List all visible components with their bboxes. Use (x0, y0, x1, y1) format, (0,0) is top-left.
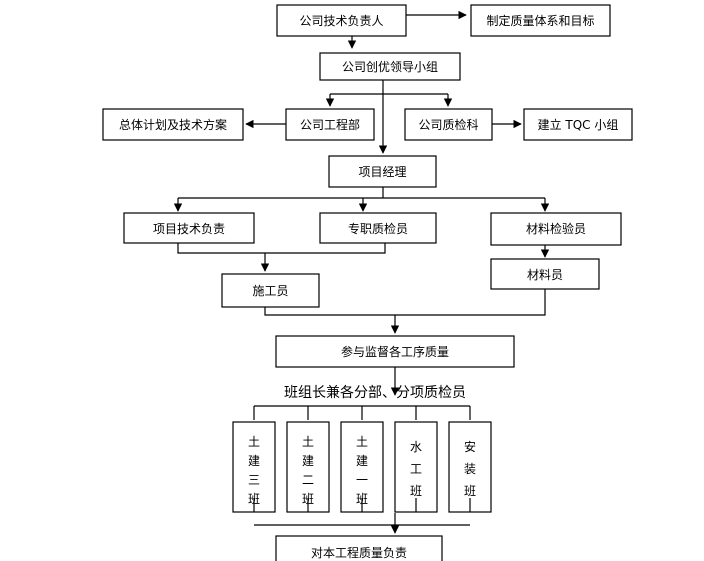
node-leading-group-label: 公司创优领导小组 (342, 60, 438, 74)
team-box: 水工班 (394, 421, 438, 513)
team-box-char: 土 (302, 435, 314, 449)
team-box-char: 土 (356, 435, 368, 449)
team-box-char: 建 (302, 454, 314, 468)
node-engineering-dept-label: 公司工程部 (300, 117, 360, 132)
team-box-char: 一 (356, 473, 368, 487)
team-box-char: 建 (356, 454, 368, 468)
node-tech-head: 公司技术负责人 (276, 4, 407, 37)
node-constructor-label: 施工员 (252, 284, 288, 298)
node-material-inspector-label: 材料检验员 (526, 221, 586, 236)
node-constructor: 施工员 (221, 273, 320, 308)
node-supervise-process: 参与监督各工序质量 (275, 335, 515, 368)
team-box-char: 水 (410, 440, 422, 454)
node-material-clerk: 材料员 (490, 258, 600, 290)
team-box-char: 二 (302, 473, 314, 487)
node-qc-dept-label: 公司质检科 (418, 117, 478, 132)
node-overall-plan: 总体计划及技术方案 (102, 108, 244, 141)
node-quality-inspector-label: 专职质检员 (348, 221, 408, 236)
team-box-char: 三 (248, 473, 260, 487)
node-tqc-group: 建立 TQC 小组 (523, 108, 633, 141)
node-project-tech-lead: 项目技术负责 (123, 212, 255, 244)
team-box-char: 建 (248, 454, 260, 468)
node-engineering-dept: 公司工程部 (285, 108, 375, 141)
node-overall-plan-label: 总体计划及技术方案 (119, 117, 227, 132)
node-material-clerk-label: 材料员 (527, 268, 563, 282)
team-caption: 班组长兼各分部、分项质检员 (284, 385, 466, 401)
node-quality-system: 制定质量体系和目标 (470, 4, 611, 37)
node-tqc-group-label: 建立 TQC 小组 (538, 117, 619, 132)
node-leading-group: 公司创优领导小组 (319, 52, 461, 81)
node-tech-head-label: 公司技术负责人 (299, 14, 383, 28)
connectors (173, 10, 550, 534)
team-box-char: 班 (410, 484, 422, 498)
node-project-manager-label: 项目经理 (358, 165, 406, 179)
team-box-char: 班 (464, 484, 476, 498)
node-material-inspector: 材料检验员 (490, 212, 622, 246)
node-project-tech-lead-label: 项目技术负责 (153, 222, 225, 236)
node-quality-inspector: 专职质检员 (319, 212, 437, 244)
team-box: 安装班 (448, 421, 492, 513)
node-final-label: 对本工程质量负责 (311, 545, 407, 560)
node-supervise-process-label: 参与监督各工序质量 (341, 344, 449, 359)
node-final: 对本工程质量负责 (275, 535, 443, 561)
team-box-char: 装 (464, 462, 476, 476)
team-box-char: 土 (248, 435, 260, 449)
node-project-manager: 项目经理 (328, 155, 437, 188)
node-quality-system-label: 制定质量体系和目标 (486, 13, 594, 28)
team-box-char: 工 (410, 462, 422, 476)
team-box-char: 安 (464, 439, 476, 454)
node-qc-dept: 公司质检科 (404, 108, 493, 141)
